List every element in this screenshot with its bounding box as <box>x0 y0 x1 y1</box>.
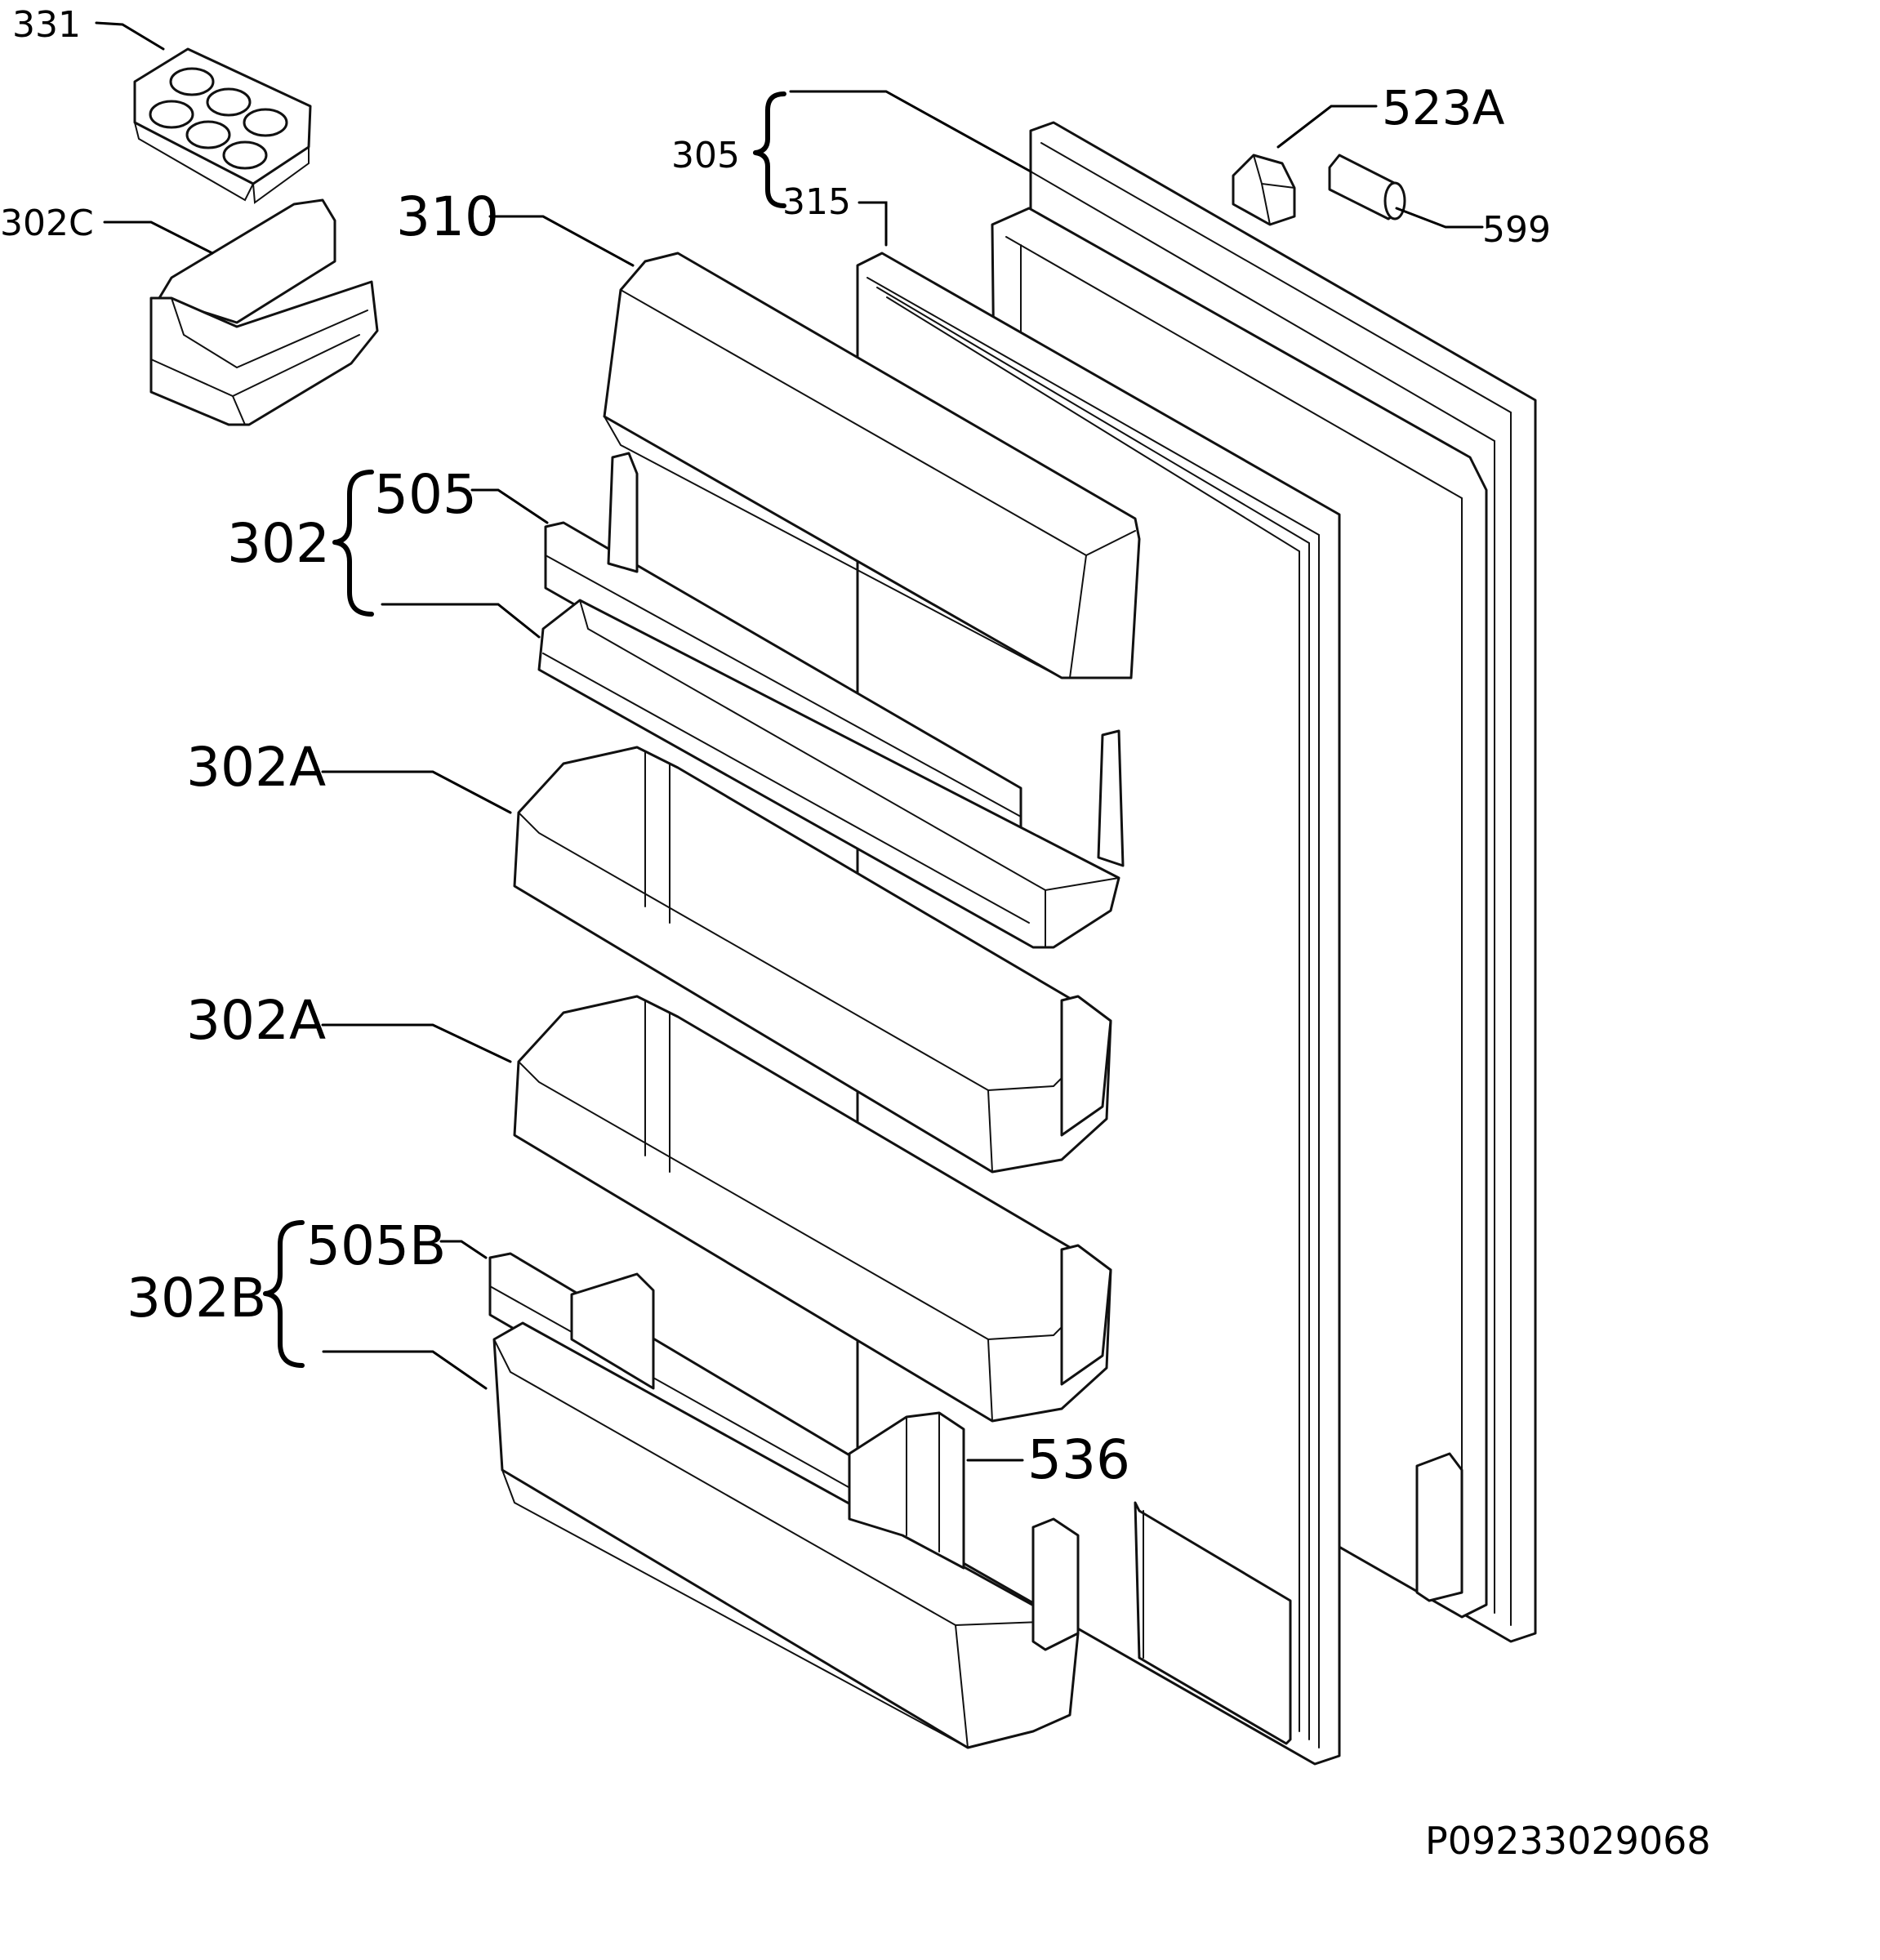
leader-lines <box>95 21 1484 1462</box>
label-302: 302 <box>227 512 330 575</box>
label-310: 310 <box>396 185 499 248</box>
label-523a: 523A <box>1382 80 1505 136</box>
label-599: 599 <box>1482 209 1551 251</box>
small-box <box>149 198 379 426</box>
label-302a-upper: 302A <box>186 736 326 799</box>
brace-302 <box>332 470 374 617</box>
door-shelf-302a-lower <box>513 995 1112 1423</box>
label-302a-lower: 302A <box>186 989 326 1052</box>
door-switch-actuator <box>1232 154 1296 226</box>
brace-302b <box>263 1220 305 1368</box>
label-315: 315 <box>782 181 851 223</box>
door-shelf-302b <box>492 1272 1080 1749</box>
brace-305 <box>753 91 786 208</box>
label-331: 331 <box>12 4 81 46</box>
bottle-holder <box>848 1411 965 1570</box>
label-302c: 302C <box>0 203 94 244</box>
label-302b: 302B <box>127 1267 266 1330</box>
label-505: 505 <box>374 463 477 526</box>
label-305: 305 <box>671 135 740 176</box>
egg-tray <box>133 47 312 204</box>
door-shelf-302 <box>537 599 1120 949</box>
lamp-bulb <box>1328 154 1406 220</box>
door-shelf-302a-upper <box>513 746 1112 1174</box>
label-505b: 505B <box>306 1214 446 1277</box>
document-id: P09233029068 <box>1425 1819 1711 1863</box>
part-labels: 331 302C 310 305 315 523A 599 302 505 30… <box>0 4 1551 1491</box>
label-536: 536 <box>1027 1428 1130 1491</box>
dairy-compartment <box>603 252 1141 679</box>
braces <box>263 91 786 1368</box>
